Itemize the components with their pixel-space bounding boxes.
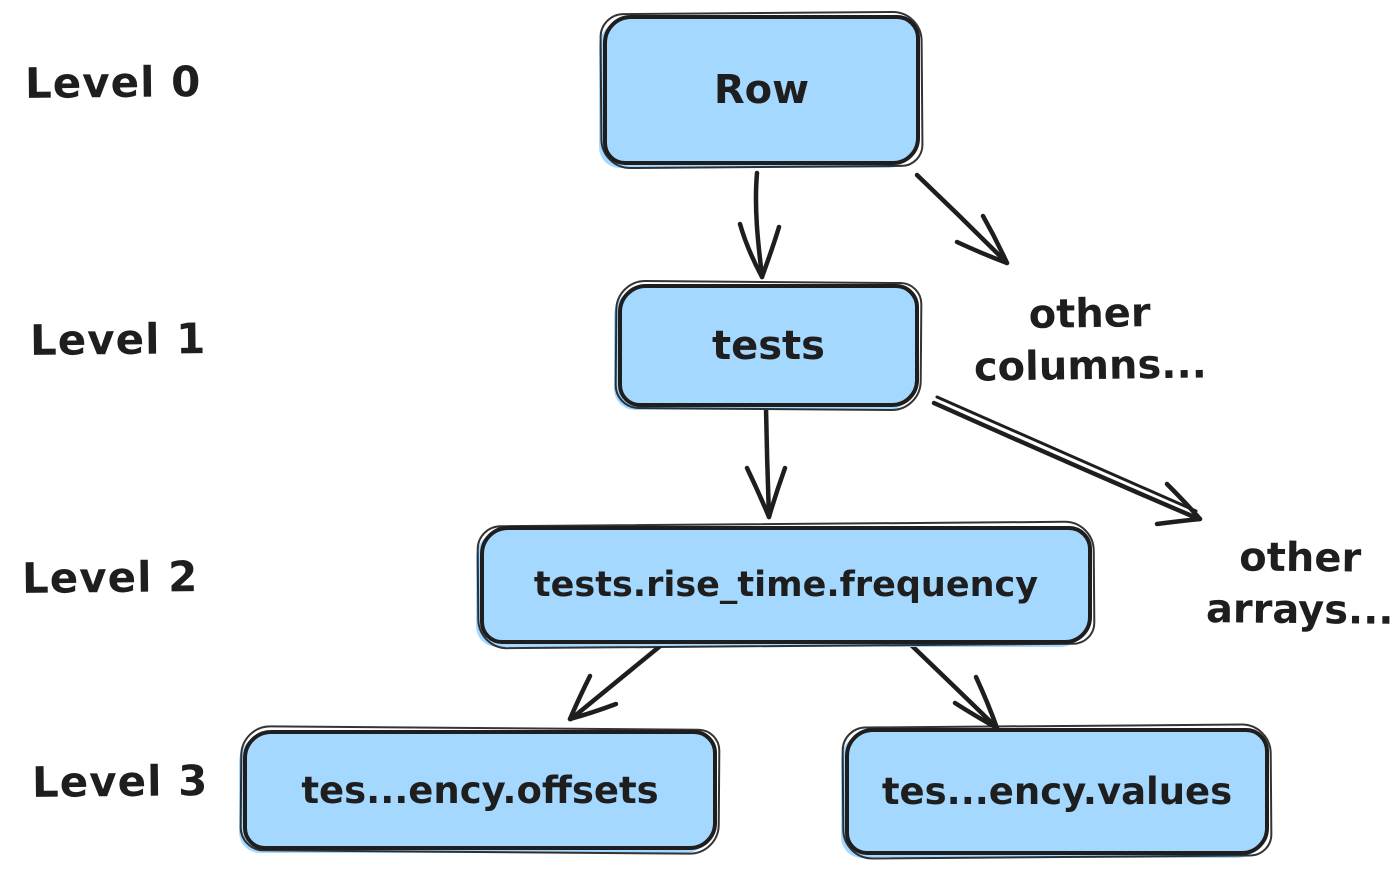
annotation-other-columns-line1: other — [1028, 290, 1151, 338]
node-tests-label: tests — [712, 322, 825, 369]
level-label-1: Level 1 — [29, 314, 207, 365]
node-tests: tests — [618, 284, 919, 407]
node-values: tes...ency.values — [845, 728, 1269, 855]
arrow-row-to-other-columns — [914, 172, 1010, 266]
arrow-tests-to-other-arrays — [931, 395, 1203, 527]
level-label-3: Level 3 — [31, 756, 209, 807]
arrow-tests-to-frequency — [744, 405, 788, 520]
node-row-label: Row — [713, 67, 810, 113]
node-row: Row — [603, 15, 920, 165]
annotation-other-columns-line2: columns... — [973, 341, 1208, 391]
annotation-other-arrays: other arrays... — [1160, 531, 1397, 637]
arrow-frequency-to-values — [906, 640, 1000, 731]
arrow-frequency-to-offsets — [567, 644, 662, 722]
arrow-row-to-tests — [737, 170, 782, 280]
annotation-other-columns: other columns... — [949, 286, 1230, 394]
node-offsets-label: tes...ency.offsets — [301, 768, 659, 812]
level-label-2: Level 2 — [21, 552, 199, 603]
node-frequency: tests.rise_time.frequency — [480, 526, 1092, 644]
node-values-label: tes...ency.values — [881, 770, 1233, 813]
annotation-other-arrays-line1: other — [1239, 534, 1362, 582]
level-label-0: Level 0 — [24, 57, 202, 108]
node-offsets: tes...ency.offsets — [243, 730, 717, 850]
node-frequency-label: tests.rise_time.frequency — [533, 565, 1039, 605]
annotation-other-arrays-line2: arrays... — [1205, 586, 1394, 634]
